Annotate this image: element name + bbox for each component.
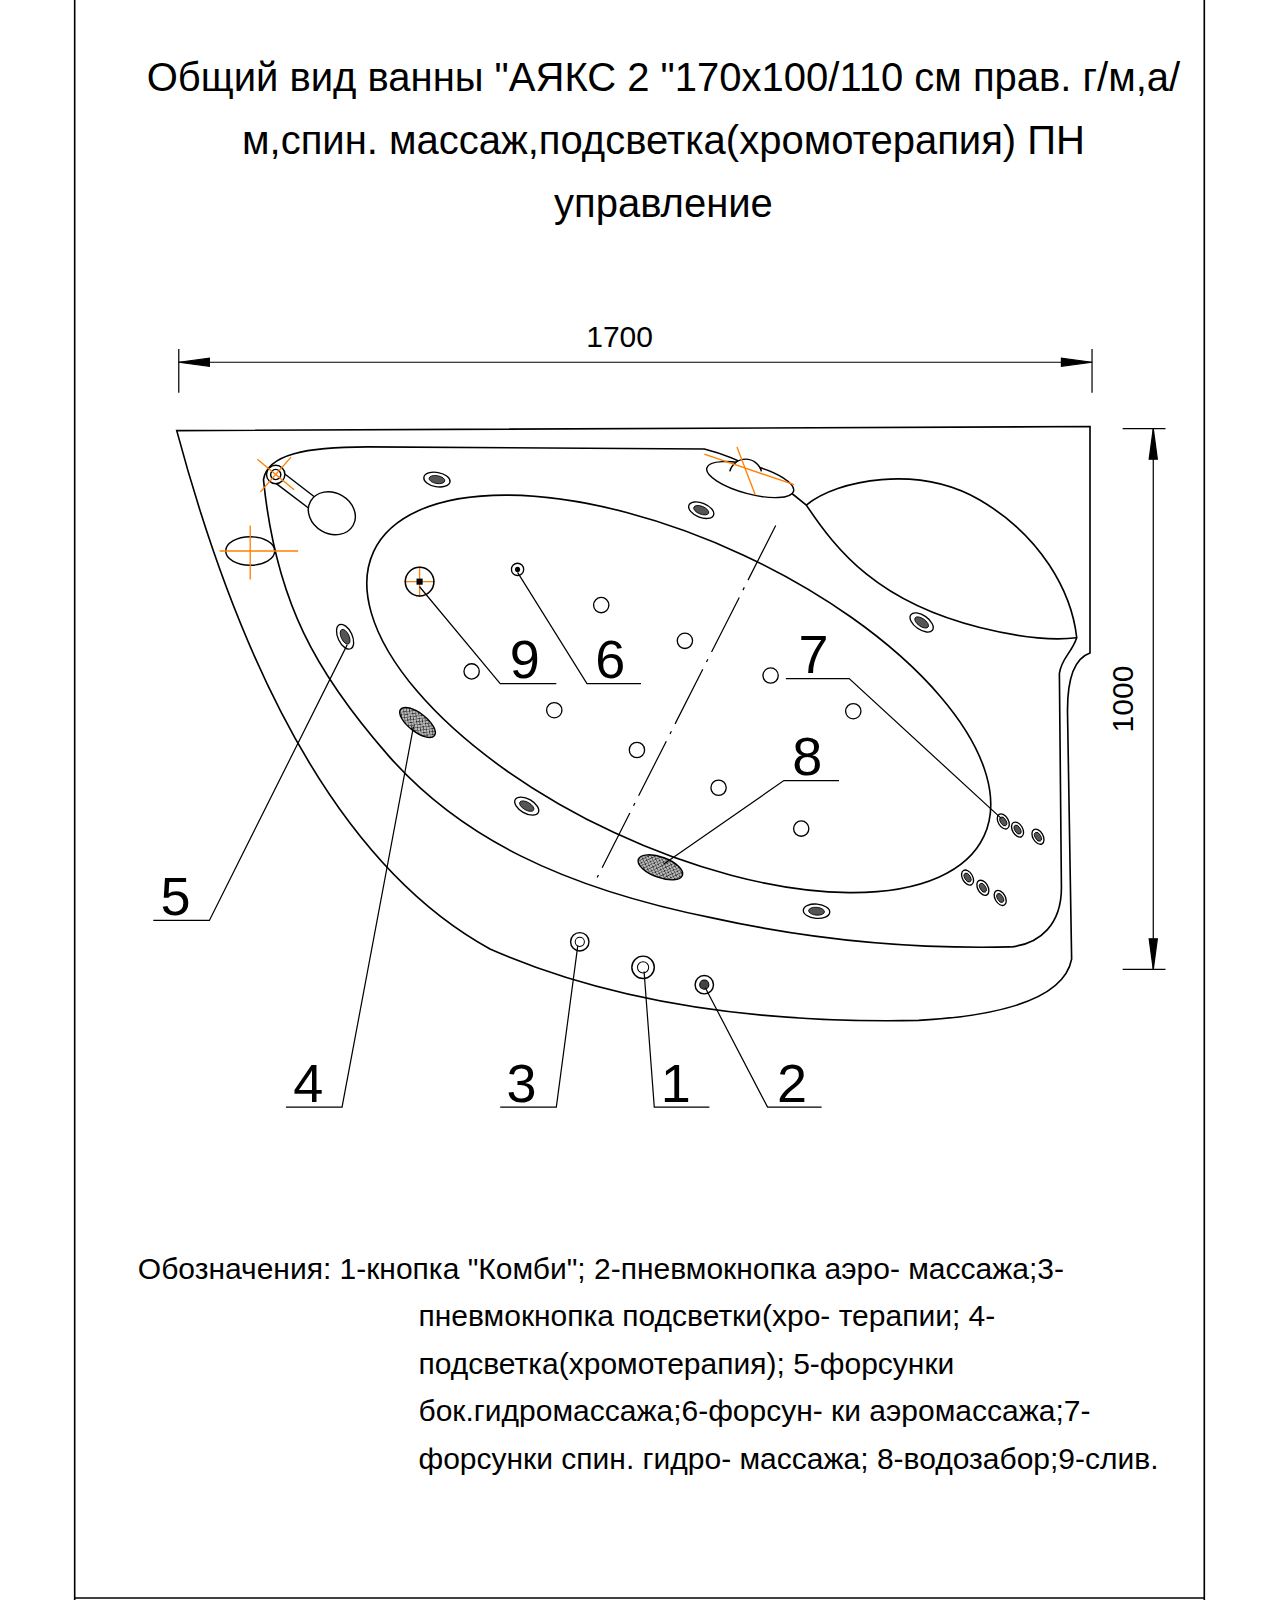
faucet-handle xyxy=(300,483,363,543)
centre-mark xyxy=(220,550,299,551)
jet-nozzle xyxy=(808,907,825,916)
spout xyxy=(703,454,797,505)
jet-body xyxy=(333,622,357,652)
hydro-jet xyxy=(992,888,1009,907)
tub-rim xyxy=(263,447,1076,947)
air-nozzle xyxy=(677,633,692,648)
jet-nozzle xyxy=(995,892,1005,903)
extension-line xyxy=(1123,428,1166,429)
dimension: 1700 xyxy=(586,322,653,352)
centre-mark xyxy=(737,447,755,495)
centre-mark xyxy=(260,457,291,492)
faucet-stem xyxy=(274,482,312,511)
axis-line xyxy=(597,526,776,878)
frame-line xyxy=(74,0,76,1600)
jet-nozzle xyxy=(338,628,352,646)
jet-nozzle xyxy=(963,872,973,883)
air-nozzle xyxy=(515,567,520,572)
jet-nozzle xyxy=(692,504,710,517)
callout-number: 8 xyxy=(792,729,822,783)
frame-line xyxy=(1203,0,1205,1600)
air-nozzle xyxy=(711,780,726,795)
title: Общий вид ванны "АЯКС 2 "170х100/110 см … xyxy=(135,46,1191,235)
hydro-jet xyxy=(1029,827,1046,846)
hydro-jet xyxy=(959,868,976,887)
callout-number: 9 xyxy=(510,632,540,686)
air-nozzle xyxy=(794,821,809,836)
dimension-arrow xyxy=(179,358,1092,366)
dimension-arrow xyxy=(1149,429,1157,970)
hydro-jet xyxy=(512,793,542,819)
jet-body xyxy=(974,878,991,897)
jet-nozzle xyxy=(428,474,445,485)
button xyxy=(700,980,709,989)
leader-line xyxy=(663,781,839,865)
callout-number: 5 xyxy=(161,869,191,923)
faucet-stem xyxy=(283,472,319,500)
jet-body xyxy=(907,609,937,636)
jet-body xyxy=(1009,820,1026,839)
jet-body xyxy=(959,868,976,887)
button xyxy=(637,962,648,973)
jet-body xyxy=(803,903,831,920)
hydro-jet xyxy=(423,470,452,489)
faucets xyxy=(226,454,798,565)
air-nozzle xyxy=(547,703,562,718)
jet-body xyxy=(686,499,716,522)
jet-body xyxy=(1029,827,1046,846)
callout-number: 3 xyxy=(507,1056,537,1110)
headrest-line xyxy=(806,505,1076,639)
dimension-lines xyxy=(179,349,1166,969)
caption: Обозначения: 1-кнопка "Комби"; 2-пневмок… xyxy=(138,1245,1195,1483)
centre-marks xyxy=(220,447,794,597)
hydro-jet xyxy=(333,622,357,652)
air-nozzle xyxy=(511,563,523,575)
frame-line xyxy=(75,1597,1205,1599)
button xyxy=(575,937,584,946)
air-nozzle xyxy=(629,742,644,757)
extension-line xyxy=(1123,969,1166,970)
callout-number: 1 xyxy=(661,1056,691,1110)
callout-number: 7 xyxy=(798,627,828,681)
jet-body xyxy=(423,470,452,489)
dimension: 1000 xyxy=(1108,666,1138,733)
air-nozzle xyxy=(846,704,861,719)
centre-mark xyxy=(250,526,251,580)
air-nozzle xyxy=(594,597,609,612)
jet-body xyxy=(512,793,542,819)
jet-nozzle xyxy=(1013,824,1023,835)
hydro-jet xyxy=(1009,820,1026,839)
hydro-jet xyxy=(686,499,716,522)
button xyxy=(571,933,589,951)
jet-nozzle xyxy=(518,799,536,814)
button xyxy=(695,976,713,994)
callout-number: 6 xyxy=(595,632,625,686)
jet-nozzle xyxy=(1033,831,1043,842)
water-intake xyxy=(635,850,686,885)
jet-nozzle xyxy=(978,882,988,893)
jet-nozzle xyxy=(913,615,931,631)
tub-bowl xyxy=(309,413,1049,975)
dimension-line xyxy=(179,362,1092,363)
hydro-jet xyxy=(803,903,831,920)
callout-number: 2 xyxy=(777,1056,807,1110)
air-nozzle xyxy=(763,668,778,683)
light xyxy=(395,702,440,743)
drain xyxy=(405,567,434,596)
button xyxy=(632,956,654,978)
extension-line xyxy=(1091,349,1092,393)
tub-outline xyxy=(177,427,1090,1021)
callout-number: 4 xyxy=(293,1056,323,1110)
dimension-line xyxy=(1153,429,1154,970)
hydro-jet xyxy=(974,878,991,897)
leader-line xyxy=(786,679,1001,819)
leader-line xyxy=(286,727,414,1108)
jet-body xyxy=(992,888,1009,907)
drain xyxy=(417,579,423,585)
extension-line xyxy=(178,349,179,393)
hydro-jet xyxy=(907,609,937,636)
air-nozzle xyxy=(464,664,479,679)
